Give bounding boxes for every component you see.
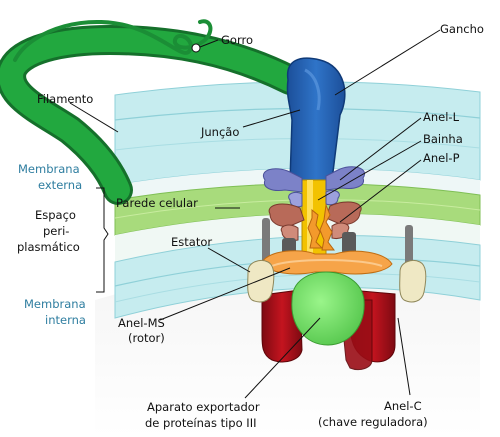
l-ring <box>262 166 366 208</box>
label-anel-ms-2: (rotor) <box>128 331 165 345</box>
filament-tip <box>13 19 213 62</box>
label-anel-p: Anel-P <box>423 151 460 165</box>
label-anel-c: Anel-C <box>384 399 422 413</box>
label-parede-celular: Parede celular <box>116 196 198 210</box>
ms-ring <box>261 250 393 275</box>
label-anel-ms: Anel-MS <box>118 316 165 330</box>
label-espaco-3: plasmático <box>17 240 80 254</box>
hook <box>286 57 346 183</box>
label-espaco-2: peri- <box>43 224 69 238</box>
label-membrana-interna: Membrana <box>24 297 86 311</box>
label-gorro: Gorro <box>221 33 253 47</box>
label-aparato: Aparato exportador <box>147 400 260 414</box>
label-bainha: Bainha <box>423 132 463 146</box>
periplasm-bracket <box>96 187 109 293</box>
cap <box>191 43 201 53</box>
label-espaco: Espaço <box>35 208 76 222</box>
label-filamento: Filamento <box>37 92 93 106</box>
leader-lines <box>69 29 441 399</box>
stator-units <box>247 259 427 303</box>
label-aparato-2: de proteínas tipo III <box>145 416 256 430</box>
label-gancho: Gancho <box>440 22 484 36</box>
label-membrana-externa-2: externa <box>38 178 82 192</box>
label-estator: Estator <box>171 235 212 249</box>
label-juncao: Junção <box>200 125 239 139</box>
label-anel-l: Anel-L <box>423 110 460 124</box>
export-apparatus <box>291 271 365 346</box>
label-membrana-externa: Membrana <box>18 162 80 176</box>
label-anel-c-2: (chave reguladora) <box>318 415 428 429</box>
label-membrana-interna-2: interna <box>45 313 86 327</box>
